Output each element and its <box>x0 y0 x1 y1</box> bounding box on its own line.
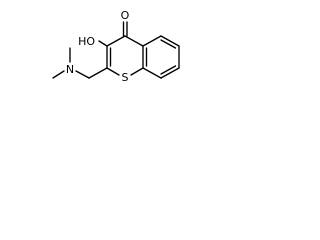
bond-s1-c8a <box>130 67 144 76</box>
bond-c3-oh <box>98 40 108 47</box>
bond-ch2-n <box>75 70 90 79</box>
bond-c4a-c5 <box>142 35 162 47</box>
bond-c8-c8a <box>142 67 162 79</box>
bond-c7-c8 <box>160 67 180 79</box>
atom-label-nitrogen: N <box>66 63 74 76</box>
bond-c5-c6 <box>160 35 180 47</box>
bond-c4-c3 <box>106 35 126 47</box>
bond-c2-ch2 <box>88 67 108 79</box>
atom-label-carbonyl-oxygen: O <box>121 9 130 22</box>
bond-c7-c8-inner <box>160 65 177 75</box>
molecule-structure-diagram: O HO S N <box>52 9 180 84</box>
atom-labels: O HO S N <box>66 9 130 84</box>
atom-label-sulfur: S <box>122 71 129 84</box>
bond-n-methyl-1 <box>52 70 65 79</box>
bond-lines <box>52 21 180 79</box>
bond-c4-c4a <box>124 35 144 47</box>
bond-c2-s1 <box>106 67 120 76</box>
atom-label-hydroxyl: HO <box>78 35 95 48</box>
bond-c5-c6-inner <box>160 39 177 49</box>
